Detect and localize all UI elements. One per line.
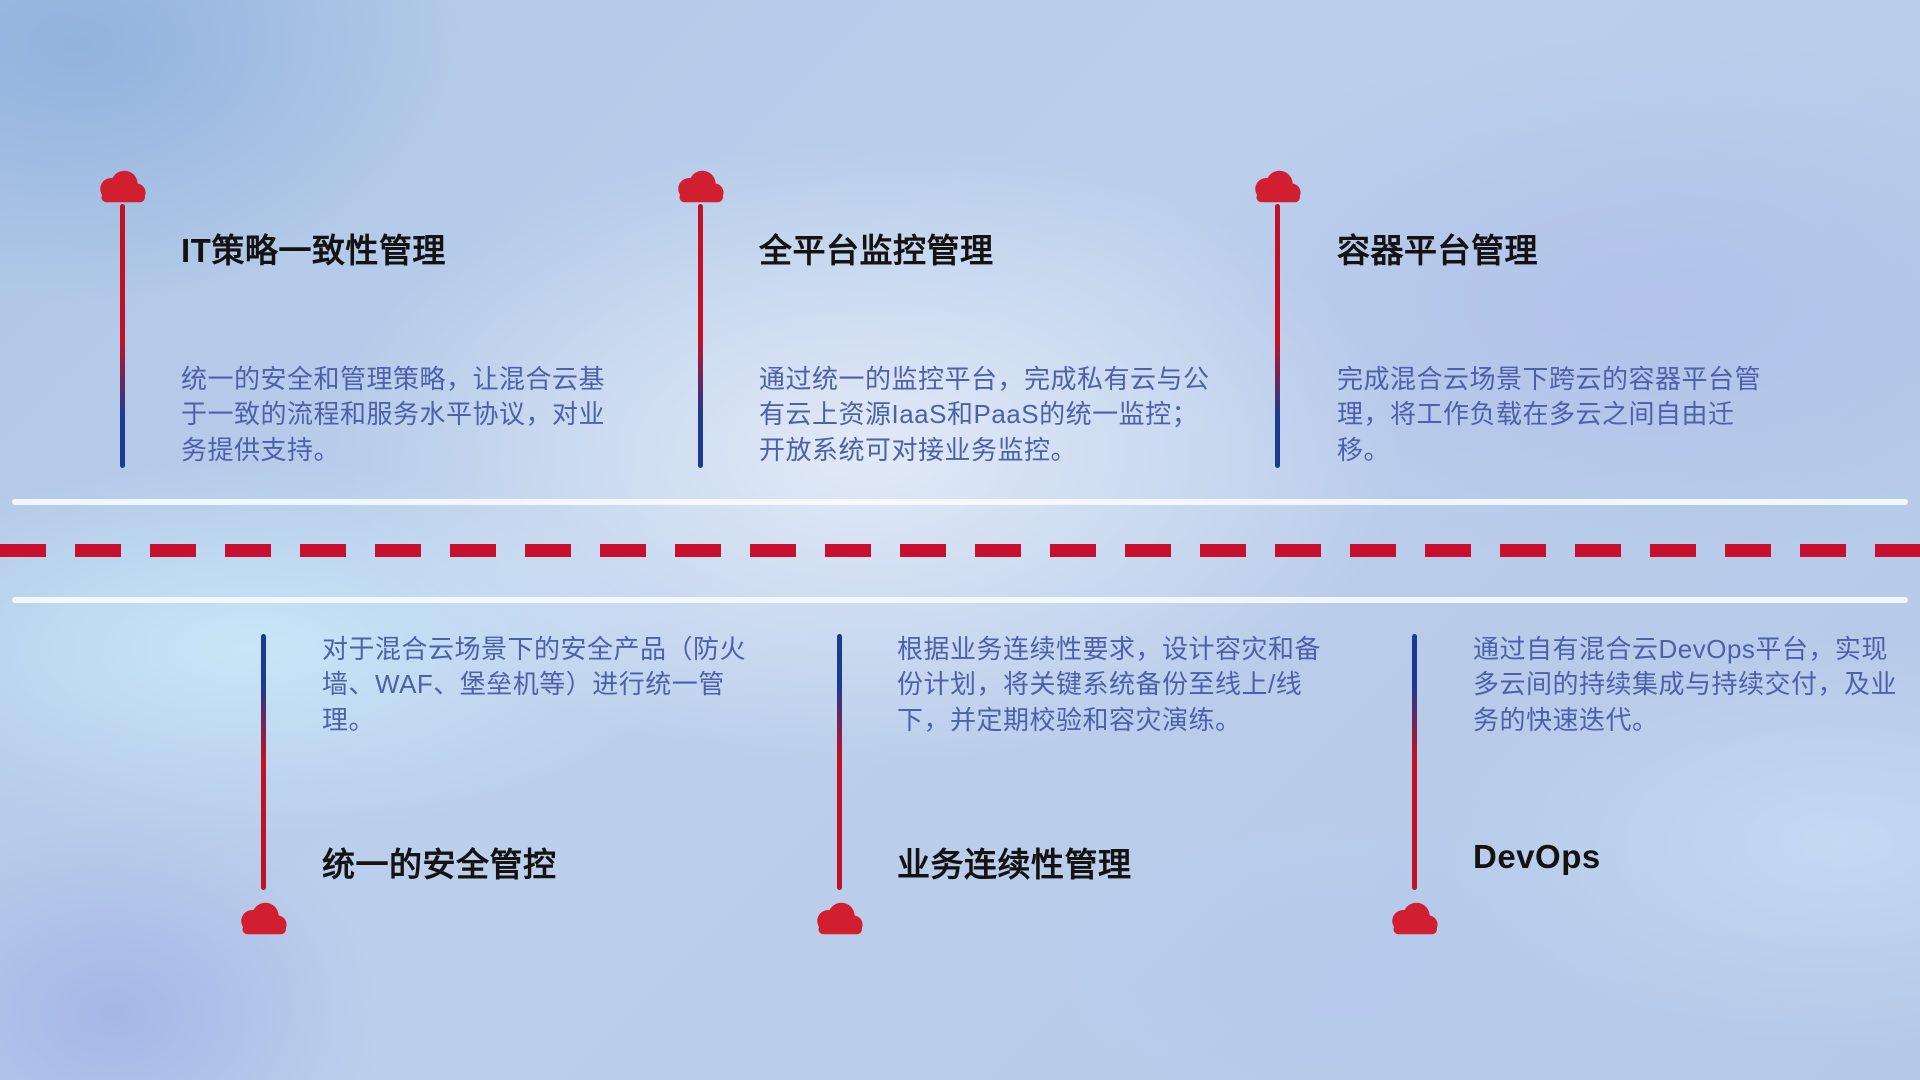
- feature-description: 通过统一的监控平台，完成私有云与公有云上资源IaaS和PaaS的统一监控；开放系…: [759, 364, 1210, 465]
- timeline-stick: [1275, 204, 1280, 468]
- feature-title: DevOps: [1473, 838, 1601, 875]
- timeline-stick: [698, 204, 703, 468]
- timeline-stick: [837, 634, 842, 890]
- cloud-icon: [1385, 900, 1443, 937]
- timeline-stick: [1412, 634, 1417, 890]
- feature-title: IT策略一致性管理: [181, 232, 446, 269]
- feature-description: 对于混合云场景下的安全产品（防火墙、WAF、堡垒机等）进行统一管理。: [322, 634, 747, 735]
- cloud-icon: [234, 900, 292, 937]
- feature-title: 容器平台管理: [1337, 232, 1538, 269]
- feature-title: 业务连续性管理: [897, 846, 1132, 883]
- cloud-icon: [1248, 168, 1306, 205]
- divider-dashed-line: [0, 544, 1920, 557]
- feature-description: 通过自有混合云DevOps平台，实现多云间的持续集成与持续交付，及业务的快速迭代…: [1473, 634, 1898, 735]
- feature-description: 统一的安全和管理策略，让混合云基于一致的流程和服务水平协议，对业务提供支持。: [181, 364, 606, 465]
- feature-description: 完成混合云场景下跨云的容器平台管理，将工作负载在多云之间自由迁移。: [1337, 364, 1762, 465]
- timeline-stick: [120, 204, 125, 468]
- feature-title: 统一的安全管控: [322, 846, 557, 883]
- timeline-stick: [261, 634, 266, 890]
- cloud-icon: [93, 168, 151, 205]
- divider-white-line-top: [12, 499, 1908, 505]
- cloud-icon: [671, 168, 729, 205]
- cloud-icon: [810, 900, 868, 937]
- divider-white-line-bottom: [12, 597, 1908, 603]
- feature-title: 全平台监控管理: [759, 232, 994, 269]
- feature-description: 根据业务连续性要求，设计容灾和备份计划，将关键系统备份至线上/线下，并定期校验和…: [897, 634, 1322, 735]
